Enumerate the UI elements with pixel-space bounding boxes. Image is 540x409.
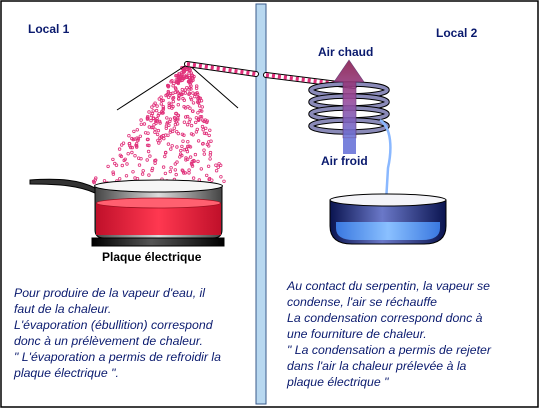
hot-air-label: Air chaud — [318, 45, 374, 59]
steam-cloud — [91, 64, 226, 185]
explanation-right: Au contact du serpentin, la vapeur se co… — [287, 278, 491, 390]
text-line: " La condensation a permis de rejeter — [287, 343, 491, 357]
hot-air-arrow — [333, 59, 365, 139]
text-line: Pour produire de la vapeur d'eau, il — [14, 286, 206, 300]
separating-wall — [255, 3, 267, 405]
text-line: " L'évaporation a permis de refroidir la — [14, 350, 221, 364]
hot-plate — [91, 237, 225, 247]
text-line: L'évaporation (ébullition) correspond — [14, 318, 213, 332]
room-1-title: Local 1 — [28, 22, 70, 36]
cold-air-arrow — [343, 138, 356, 154]
collecting-bowl — [329, 193, 447, 245]
text-line: plaque électrique ". — [14, 366, 119, 380]
text-line: donc à un prélèvement de chaleur. — [14, 334, 203, 348]
room-2-title: Local 2 — [436, 26, 478, 40]
condensate-stream — [379, 118, 392, 203]
saucepan — [29, 178, 223, 239]
collected-water — [336, 222, 440, 240]
cold-air-label: Air froid — [321, 154, 368, 168]
text-line: une fourniture de chaleur. — [287, 327, 427, 341]
text-line: plaque électrique " — [287, 375, 389, 389]
text-line: dans l'air la chaleur prélevée à la — [287, 359, 467, 373]
explanation-left: Pour produire de la vapeur d'eau, il fau… — [14, 285, 221, 381]
text-line: faut de la chaleur. — [14, 302, 112, 316]
text-line: Au contact du serpentin, la vapeur se — [287, 279, 491, 293]
text-line: condense, l'air se réchauffe — [287, 295, 438, 309]
hot-plate-label: Plaque électrique — [102, 250, 202, 264]
text-line: La condensation correspond donc à — [287, 311, 483, 325]
